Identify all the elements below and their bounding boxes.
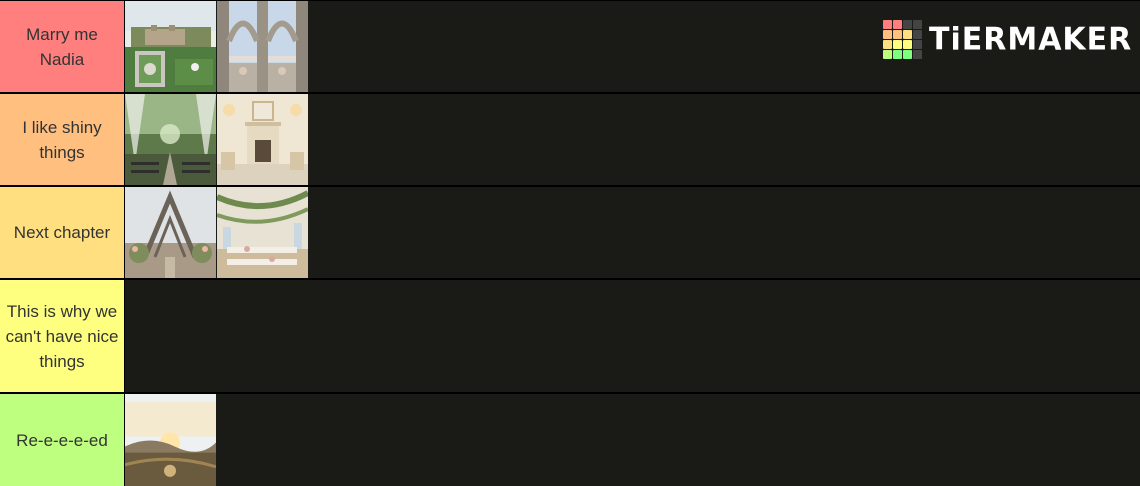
- logo-grid-cell: [903, 50, 912, 59]
- ballroom-fireplace-image[interactable]: [217, 94, 308, 185]
- logo-grid-cell: [893, 30, 902, 39]
- logo-grid-cell: [883, 50, 892, 59]
- greenery-banquet-image[interactable]: [217, 187, 308, 278]
- tier-label[interactable]: Marry me Nadia: [0, 1, 124, 92]
- tier-items[interactable]: [125, 94, 1140, 185]
- logo-grid-cell: [913, 50, 922, 59]
- logo-grid-cell: [913, 40, 922, 49]
- logo-grid-cell: [893, 40, 902, 49]
- logo-grid-cell: [883, 20, 892, 29]
- tier-label[interactable]: Re-e-e-e-ed: [0, 394, 124, 486]
- tier-row: Re-e-e-e-ed: [0, 394, 1140, 486]
- logo-grid-icon: [883, 20, 922, 59]
- floral-aisle-image[interactable]: [125, 94, 216, 185]
- logo-grid-cell: [913, 20, 922, 29]
- logo-grid-cell: [883, 40, 892, 49]
- tier-items[interactable]: [125, 280, 1140, 392]
- logo-grid-cell: [883, 30, 892, 39]
- tier-row: This is why we can't have nice things: [0, 280, 1140, 392]
- tier-row: Next chapter: [0, 187, 1140, 278]
- tier-label[interactable]: I like shiny things: [0, 94, 124, 185]
- a-frame-chapel-image[interactable]: [125, 187, 216, 278]
- tier-items[interactable]: [125, 1, 1140, 92]
- tier-label[interactable]: Next chapter: [0, 187, 124, 278]
- tier-label[interactable]: This is why we can't have nice things: [0, 280, 124, 392]
- logo-grid-cell: [903, 40, 912, 49]
- tier-row: I like shiny things: [0, 94, 1140, 185]
- logo-grid-cell: [913, 30, 922, 39]
- tier-row: Marry me Nadia: [0, 1, 1140, 92]
- estate-gardens-image[interactable]: [125, 1, 216, 92]
- logo-grid-cell: [893, 50, 902, 59]
- logo-grid-cell: [903, 20, 912, 29]
- tier-items[interactable]: [125, 394, 1140, 486]
- logo-grid-cell: [893, 20, 902, 29]
- logo-grid-cell: [903, 30, 912, 39]
- sunset-vineyard-image[interactable]: [125, 394, 216, 486]
- tier-items[interactable]: [125, 187, 1140, 278]
- tiermaker-logo[interactable]: TiERMAKER: [883, 20, 1132, 59]
- stone-arches-image[interactable]: [217, 1, 308, 92]
- logo-text: TiERMAKER: [929, 21, 1133, 58]
